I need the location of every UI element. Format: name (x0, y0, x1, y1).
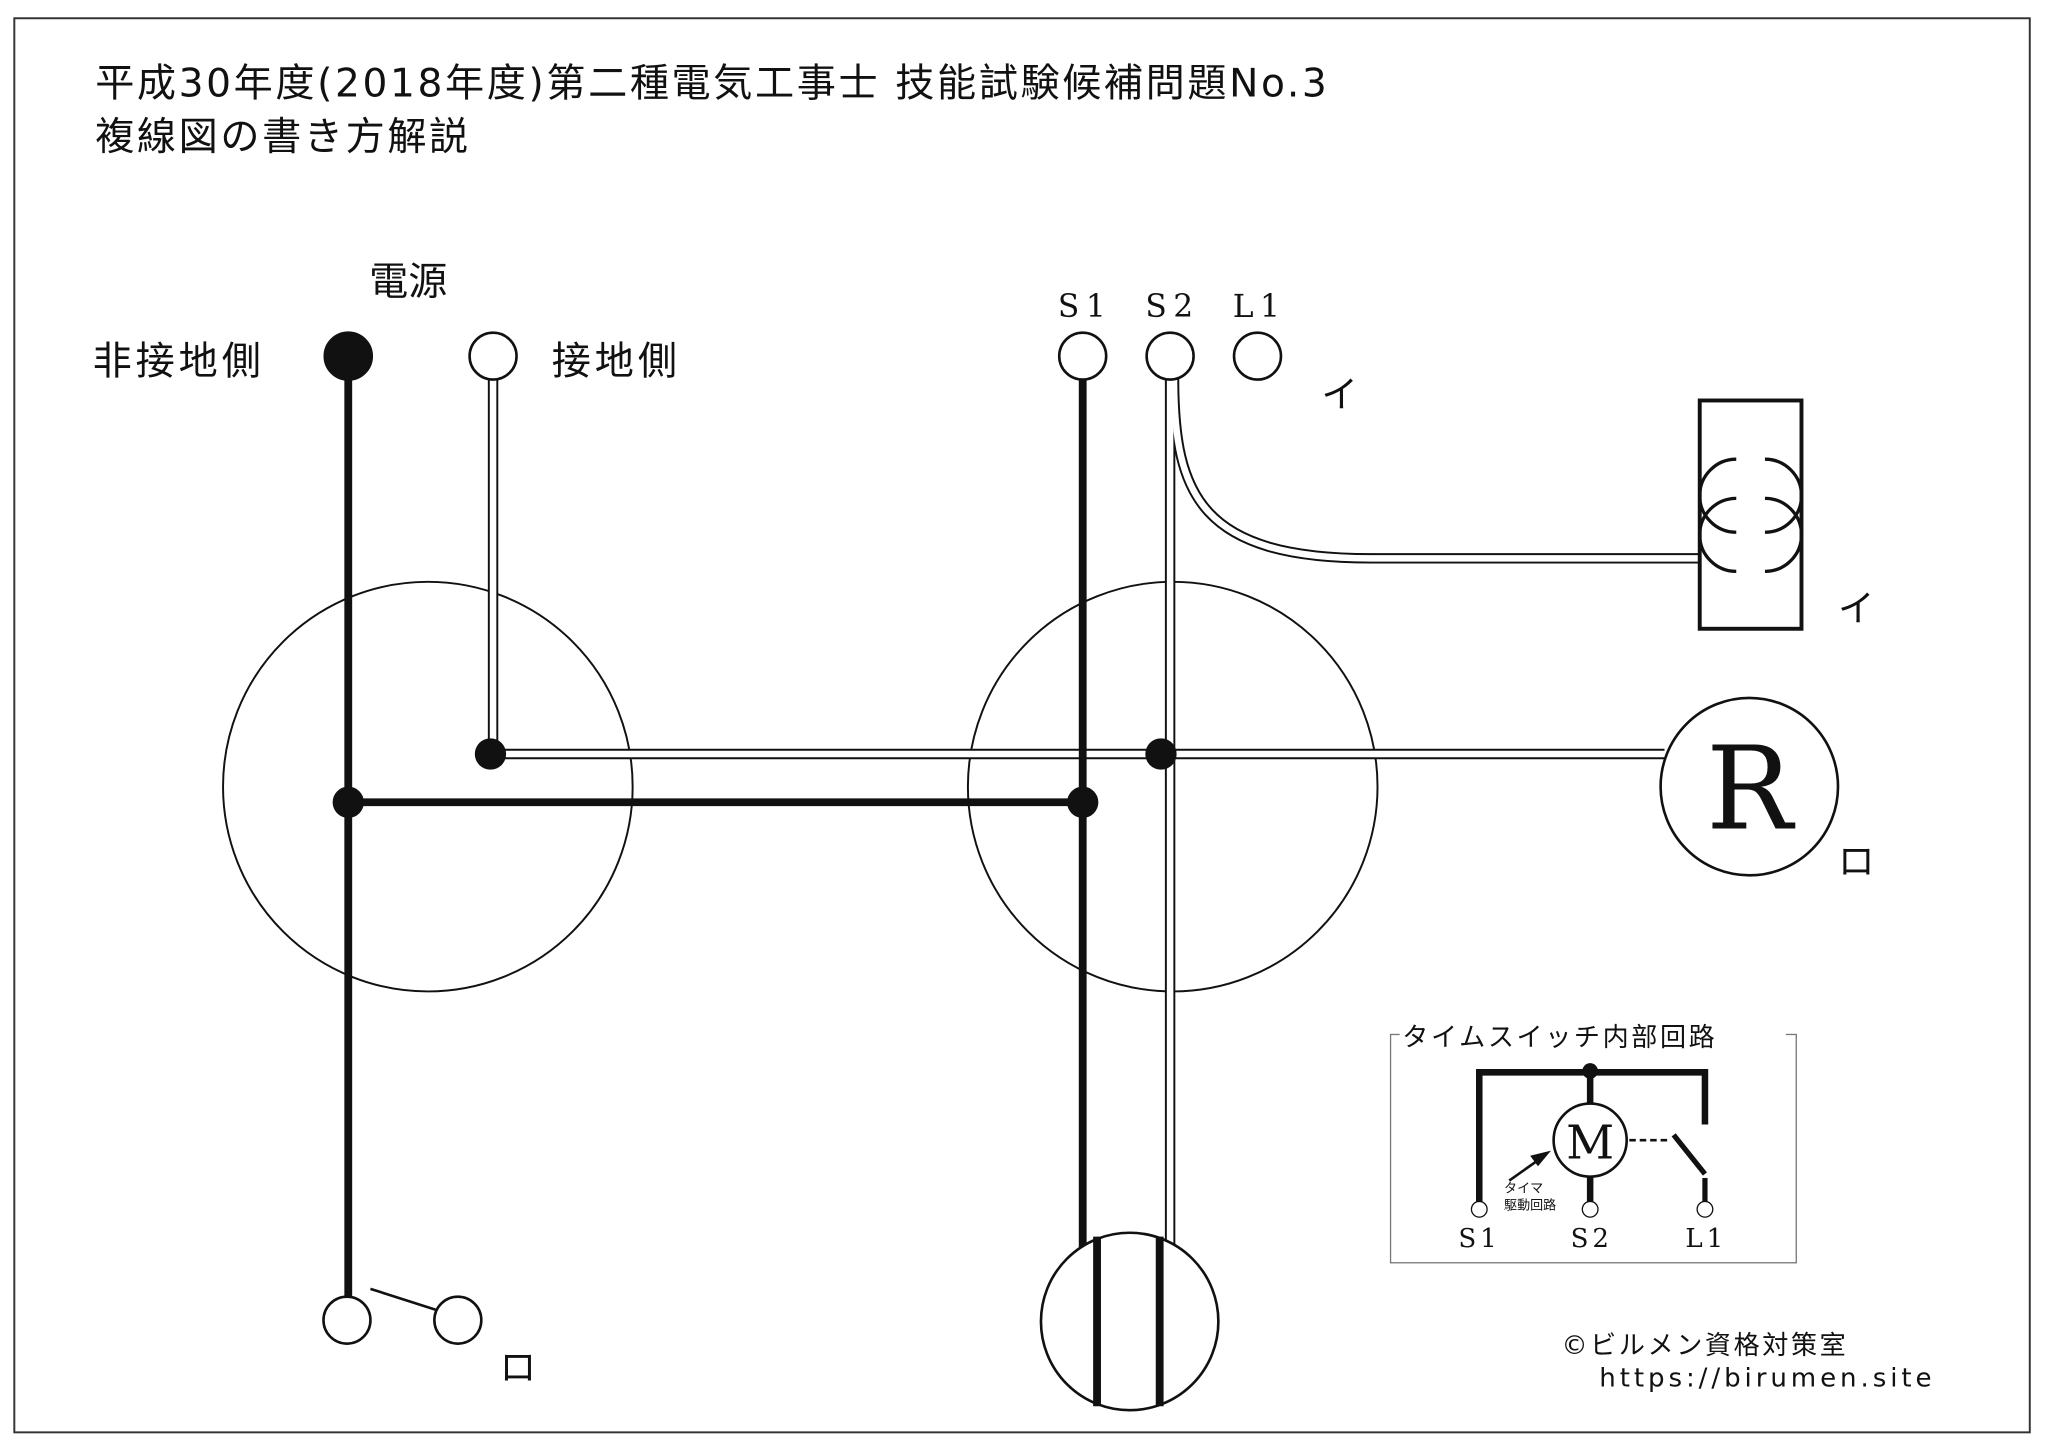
lamp-label: ロ (1838, 840, 1875, 883)
outlet (1039, 1231, 1220, 1412)
inset-terminal-s2: S2 (1571, 1224, 1613, 1254)
inset-terminal-s1: S1 (1458, 1224, 1500, 1254)
site-url: https://birumen.site (1599, 1364, 1935, 1394)
timer-internal-circuit: タイムスイッチ内部回路 M タイマ 駆動回路 S1 S2 L1 (1389, 1017, 1797, 1264)
title-line-2: 複線図の書き方解説 (95, 115, 471, 160)
terminal-s1 (1057, 331, 1108, 381)
hot-side-label: 非接地側 (93, 339, 265, 384)
copyright: ©ビルメン資格対策室 (1561, 1331, 1848, 1361)
timer-drive-label-2: 駆動回路 (1504, 1197, 1556, 1213)
lamp-r (1659, 696, 1840, 877)
neutral-side-label: 接地側 (552, 339, 681, 384)
motor-icon (1552, 1102, 1628, 1178)
neutral-terminal (468, 331, 518, 381)
terminal-l1 (1232, 331, 1283, 381)
inset-terminal-l1: L1 (1685, 1224, 1727, 1254)
terminal-label-s2: S2 (1145, 289, 1199, 325)
receptacle-label: イ (1838, 587, 1875, 630)
power-source-label: 電源 (369, 260, 447, 305)
switch (322, 1287, 483, 1345)
switch-label: ロ (500, 1346, 537, 1389)
motor-symbol: M (1566, 1115, 1614, 1170)
page-border (13, 17, 2031, 1434)
hot-terminal (323, 331, 374, 381)
connection-dot (332, 786, 364, 818)
terminal-label-l1: L1 (1233, 289, 1287, 325)
connection-dot (474, 738, 507, 770)
timer-drive-label-1: タイマ (1504, 1181, 1543, 1196)
junction-box-left (222, 580, 634, 993)
title-line-1: 平成30年度(2018年度)第二種電気工事士 技能試験候補問題No.3 (95, 62, 1329, 107)
receptacle (1697, 398, 1804, 631)
connection-dot (1067, 786, 1099, 818)
connection-dot (1145, 738, 1177, 770)
timer-label: イ (1321, 373, 1358, 416)
lamp-symbol: R (1706, 722, 1796, 856)
terminal-s2 (1145, 331, 1195, 381)
terminal-label-s1: S1 (1058, 289, 1112, 325)
inset-title: タイムスイッチ内部回路 (1402, 1023, 1717, 1053)
